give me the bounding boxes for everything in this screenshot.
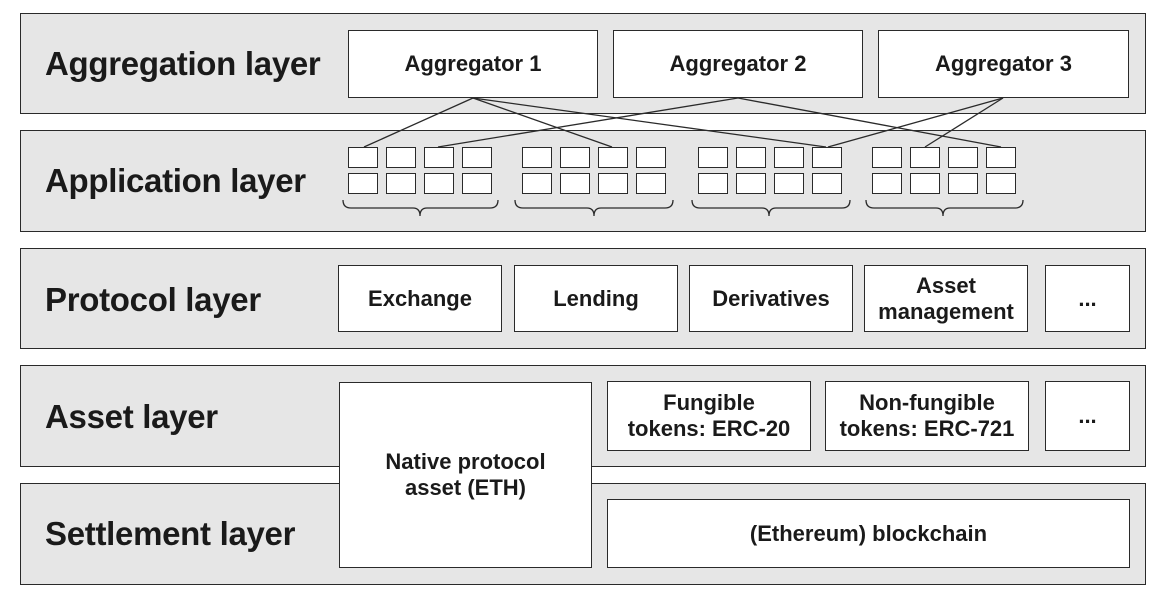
non-fungible-tokens-box: Non-fungible tokens: ERC-721 <box>825 381 1029 451</box>
non-fungible-label-line2: tokens: ERC-721 <box>839 416 1015 441</box>
protocol-more-box: ... <box>1045 265 1130 332</box>
application-box <box>636 147 666 168</box>
protocol-layer-label: Protocol layer <box>45 281 261 318</box>
asset-management-box: Asset management <box>864 265 1028 332</box>
application-box <box>774 147 804 168</box>
aggregator-3-box: Aggregator 3 <box>878 30 1129 98</box>
application-box <box>986 173 1016 194</box>
asset-more-label: ... <box>1078 403 1097 428</box>
aggregator-1-box: Aggregator 1 <box>348 30 598 98</box>
application-box <box>424 147 454 168</box>
application-box <box>872 147 902 168</box>
application-box <box>348 147 378 168</box>
settlement-layer-label: Settlement layer <box>45 515 296 552</box>
native-asset-label-line2: asset (ETH) <box>404 475 527 500</box>
application-box <box>348 173 378 194</box>
asset-management-label-line2: management <box>878 298 1014 324</box>
application-box <box>812 173 842 194</box>
application-box <box>462 147 492 168</box>
application-box <box>812 147 842 168</box>
application-box <box>598 173 628 194</box>
fungible-label-line1: Fungible <box>663 390 755 415</box>
application-layer-label: Application layer <box>45 162 306 199</box>
application-box <box>386 147 416 168</box>
application-box <box>424 173 454 194</box>
ethereum-blockchain-label: (Ethereum) blockchain <box>749 520 988 546</box>
aggregation-layer-label: Aggregation layer <box>45 45 321 82</box>
application-box <box>698 173 728 194</box>
aggregator-1-label: Aggregator 1 <box>404 51 542 76</box>
application-box <box>736 147 766 168</box>
asset-management-label-line1: Asset <box>916 272 976 298</box>
application-box <box>774 173 804 194</box>
native-protocol-asset-box: Native protocol asset (ETH) <box>339 382 592 568</box>
lending-label: Lending <box>553 285 639 311</box>
application-box <box>598 147 628 168</box>
application-box <box>560 147 590 168</box>
application-box <box>910 173 940 194</box>
derivatives-box: Derivatives <box>689 265 853 332</box>
application-box <box>910 147 940 168</box>
application-box <box>462 173 492 194</box>
exchange-label: Exchange <box>368 285 472 311</box>
application-box <box>636 173 666 194</box>
aggregator-2-box: Aggregator 2 <box>613 30 863 98</box>
exchange-box: Exchange <box>338 265 502 332</box>
asset-more-box: ... <box>1045 381 1130 451</box>
aggregator-2-label: Aggregator 2 <box>669 51 807 76</box>
lending-box: Lending <box>514 265 678 332</box>
protocol-more-label: ... <box>1078 285 1097 311</box>
derivatives-label: Derivatives <box>712 285 830 311</box>
fungible-label-line2: tokens: ERC-20 <box>627 416 791 441</box>
application-box <box>948 147 978 168</box>
ethereum-blockchain-box: (Ethereum) blockchain <box>607 499 1130 568</box>
application-box <box>522 147 552 168</box>
application-box <box>560 173 590 194</box>
application-box <box>698 147 728 168</box>
application-box <box>872 173 902 194</box>
application-box <box>986 147 1016 168</box>
non-fungible-label-line1: Non-fungible <box>859 390 995 415</box>
application-box <box>522 173 552 194</box>
application-box <box>948 173 978 194</box>
aggregator-3-label: Aggregator 3 <box>935 51 1072 76</box>
application-box <box>736 173 766 194</box>
asset-layer-label: Asset layer <box>45 398 218 435</box>
native-asset-label-line1: Native protocol <box>385 449 546 474</box>
fungible-tokens-box: Fungible tokens: ERC-20 <box>607 381 811 451</box>
application-box <box>386 173 416 194</box>
